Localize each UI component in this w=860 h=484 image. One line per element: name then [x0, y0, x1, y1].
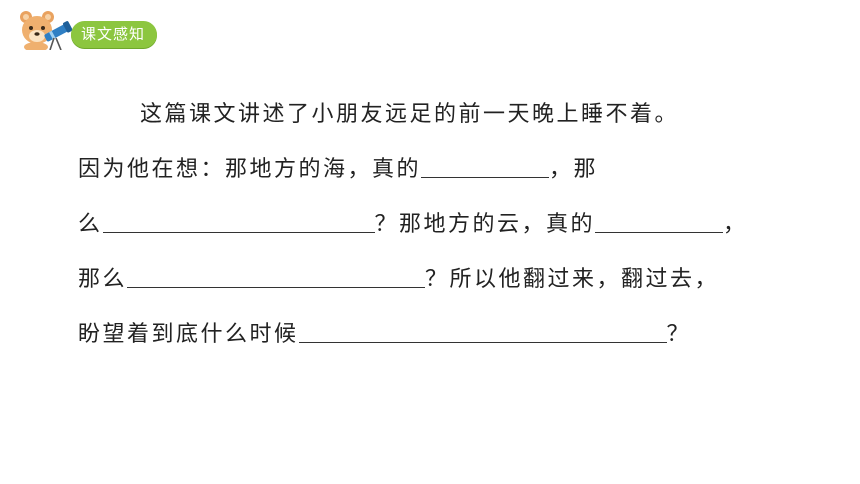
bear-with-telescope-icon: [20, 11, 73, 50]
line2-tail: ，那: [549, 157, 599, 182]
blank-sea[interactable]: [421, 151, 550, 178]
line4-head: 那么: [78, 267, 128, 292]
text-line-4: 那么 ？所以他翻过来，翻过去，: [78, 260, 719, 300]
intro-line: 这篇课文讲述了小朋友远足的前一天晚上睡不着。: [140, 95, 679, 135]
line3-text: ？那地方的云，真的: [374, 212, 596, 237]
intro-text: 这篇课文讲述了小朋友远足的前一天晚上睡不着。: [140, 102, 680, 127]
blank-when[interactable]: [298, 316, 667, 343]
line3-head: 么: [78, 212, 103, 237]
line5-tail: ？: [666, 322, 692, 347]
section-badge: 课文感知: [71, 21, 158, 48]
text-line-3: 么 ？那地方的云，真的 ，: [78, 205, 748, 245]
blank-cloud-2[interactable]: [127, 261, 426, 288]
blank-sea-2[interactable]: [102, 206, 375, 233]
header: 课文感知: [0, 0, 860, 60]
blank-cloud[interactable]: [595, 206, 724, 233]
line2-text: 因为他在想：那地方的海，真的: [78, 157, 422, 182]
text-line-5: 盼望着到底什么时候 ？: [78, 315, 691, 355]
line5-text: 盼望着到底什么时候: [78, 322, 299, 347]
line4-text: ？所以他翻过来，翻过去，: [425, 267, 720, 292]
text-line-2: 因为他在想：那地方的海，真的 ，那: [78, 150, 598, 190]
line3-tail: ，: [723, 212, 748, 237]
